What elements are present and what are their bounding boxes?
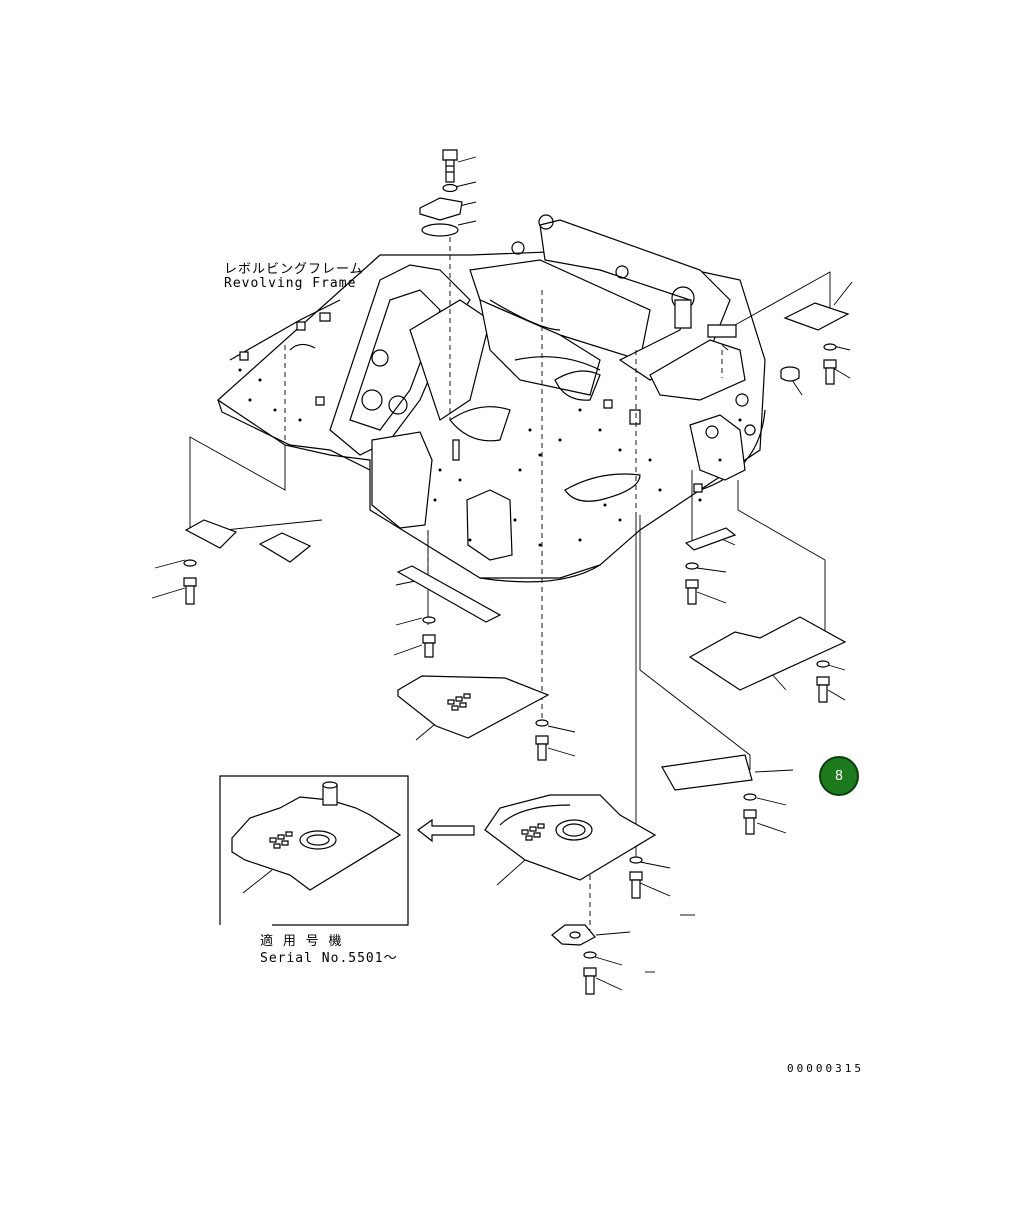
cover-plate-icon — [420, 198, 462, 220]
washer-icon — [423, 617, 435, 623]
bolt-icon — [584, 968, 596, 994]
bottom-center-plate — [485, 795, 655, 898]
drawing-number: 00000315 — [787, 1062, 864, 1075]
cover-plate-icon — [686, 528, 735, 550]
arrow-left-icon — [418, 820, 474, 841]
inset-view — [220, 776, 408, 925]
washer-icon — [824, 344, 836, 350]
right-lower-plate — [662, 755, 756, 834]
top-right-parts — [781, 303, 848, 384]
right-large-plate — [690, 617, 845, 702]
right-small-strip — [686, 528, 735, 604]
cover-plate-icon — [260, 533, 310, 562]
washer-icon — [536, 720, 548, 726]
serial-label-en: Serial No.5501～ — [260, 951, 398, 966]
bolt-icon — [817, 677, 829, 702]
plug-icon — [781, 367, 799, 381]
bolt-icon — [184, 578, 196, 604]
cover-plate-icon — [552, 925, 595, 945]
frame-label-jp: レボルビングフレーム — [224, 262, 364, 277]
washer-icon — [744, 794, 756, 800]
bolt-icon — [744, 810, 756, 834]
washer-icon — [817, 661, 829, 667]
serial-label-jp: 適 用 号 機 — [260, 934, 343, 949]
washer-icon — [630, 857, 642, 863]
bolt-icon — [824, 360, 836, 384]
bottom-small-parts — [552, 925, 596, 994]
bolt-icon — [443, 150, 457, 182]
washer-icon — [584, 952, 596, 958]
washer-icon — [184, 560, 196, 566]
bolt-icon — [423, 635, 435, 657]
bolt-icon — [686, 580, 698, 604]
cover-plate-icon — [785, 303, 848, 330]
page-badge[interactable]: 8 — [819, 756, 859, 796]
cover-plate-icon — [398, 566, 500, 622]
center-bottom-cover — [398, 676, 548, 760]
left-covers — [184, 520, 310, 604]
bolt-icon — [630, 872, 642, 898]
frame-label-en: Revolving Frame — [224, 276, 357, 291]
washer-icon — [686, 563, 698, 569]
top-bolt-stack — [420, 150, 462, 236]
center-left-parts — [398, 566, 500, 657]
cover-plate-icon — [186, 520, 236, 548]
bolt-icon — [536, 736, 548, 760]
revolving-frame — [218, 215, 765, 582]
washer-icon — [443, 185, 457, 192]
